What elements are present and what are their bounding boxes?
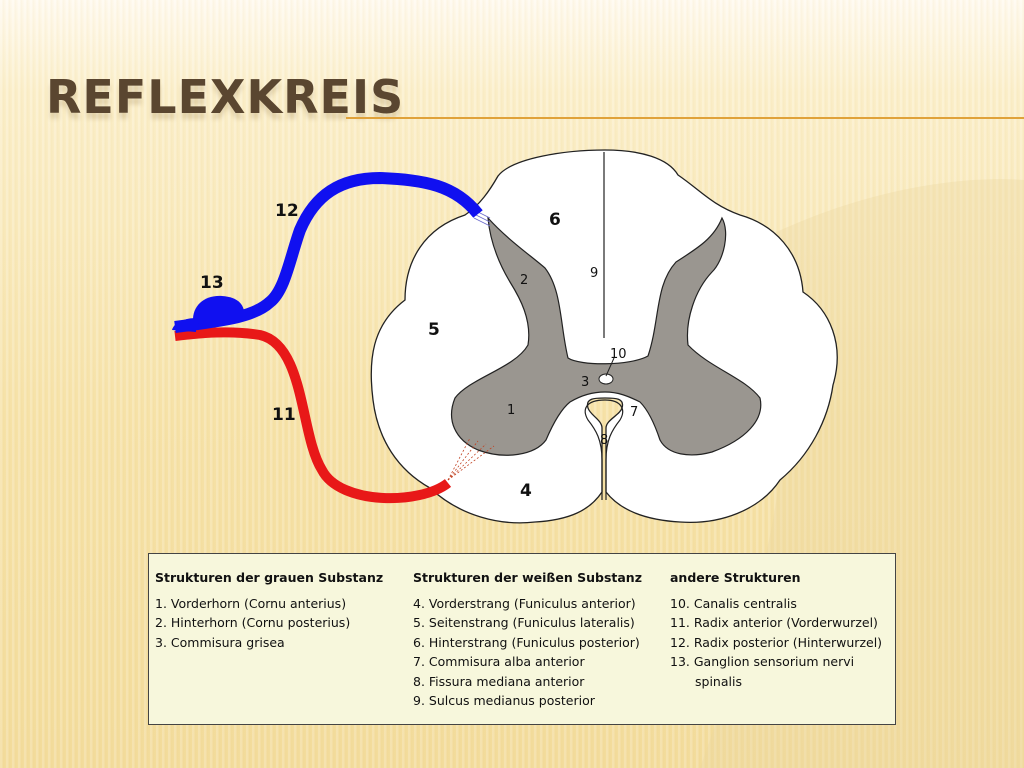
ganglion-tip [172, 318, 196, 332]
legend-item: 2. Hinterhorn (Cornu posterius) [155, 615, 351, 631]
legend-item: 11. Radix anterior (Vorderwurzel) [670, 615, 878, 631]
fissure-outline [584, 399, 624, 500]
label-9: 9 [590, 266, 598, 281]
legend-item: 5. Seitenstrang (Funiculus lateralis) [413, 615, 635, 631]
label-2: 2 [520, 273, 528, 288]
spinal-ganglion [192, 295, 245, 326]
canal-pointer [605, 357, 615, 377]
label-5: 5 [428, 320, 440, 340]
spinal-cord-diagram: 1 2 3 4 5 6 7 8 9 10 11 12 13 [172, 149, 838, 524]
legend-heading: Strukturen der weißen Substanz [413, 570, 642, 585]
legend-item: 10. Canalis centralis [670, 596, 797, 611]
legend-box: Strukturen der grauen Substanz 1. Vorder… [148, 553, 896, 725]
central-canal [598, 373, 614, 385]
label-12: 12 [275, 201, 299, 221]
legend-item: 12. Radix posterior (Hinterwurzel) [670, 634, 883, 650]
legend-heading: Strukturen der grauen Substanz [155, 570, 384, 585]
label-3: 3 [581, 375, 589, 390]
label-7: 7 [630, 405, 638, 420]
legend-grey-column: Strukturen der grauen Substanz 1. Vorder… [155, 570, 383, 652]
legend-item: 13. Ganglion sensorium nervi [670, 654, 855, 670]
grey-matter [451, 216, 762, 456]
label-10: 10 [610, 347, 627, 362]
label-13: 13 [200, 273, 224, 293]
anterior-root-fibers [447, 437, 495, 481]
title-underline [346, 117, 1024, 119]
legend-item: 4. Vorderstrang (Funiculus anterior) [413, 596, 636, 611]
label-1: 1 [507, 403, 515, 418]
legend-other-column: andere Strukturen 10. Canalis centralis … [670, 570, 882, 691]
legend-item: 1. Vorderhorn (Cornu anterius) [155, 596, 347, 611]
legend-white-column: Strukturen der weißen Substanz 4. Vorder… [413, 570, 642, 710]
legend-item: 6. Hinterstrang (Funiculus posterior) [413, 634, 640, 650]
label-11: 11 [272, 405, 296, 425]
slide-title: Reflexkreis [46, 70, 405, 124]
legend-item: 7. Commisura alba anterior [413, 654, 585, 670]
label-8: 8 [600, 433, 608, 448]
legend-item: 8. Fissura mediana anterior [413, 673, 585, 689]
label-6: 6 [549, 210, 561, 230]
legend-item: 9. Sulcus medianus posterior [413, 693, 595, 709]
label-4: 4 [520, 481, 532, 501]
legend-item: 3. Commisura grisea [155, 634, 285, 650]
legend-heading: andere Strukturen [670, 570, 801, 585]
posterior-root [174, 171, 483, 333]
anterior-root [174, 327, 452, 504]
legend-item-continuation: spinalis [695, 673, 742, 689]
